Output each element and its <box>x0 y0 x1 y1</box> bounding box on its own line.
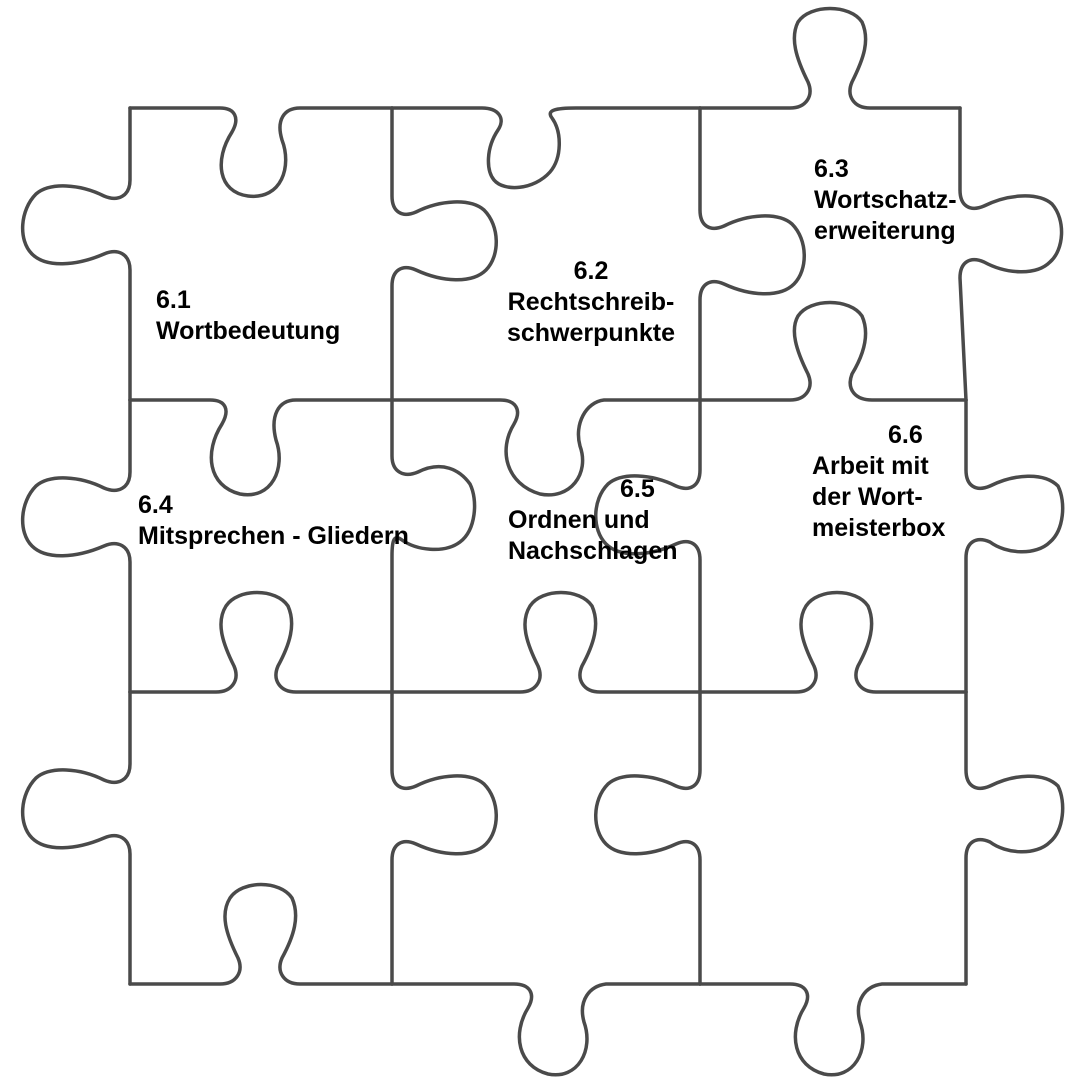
puzzle-edge-col3-2 <box>594 398 702 694</box>
puzzle-edge-col2-3 <box>390 690 498 986</box>
puzzle-edge-row2-left <box>128 398 394 497</box>
piece-title-line: der Wort- <box>812 483 923 511</box>
piece-title-line: meisterbox <box>812 514 946 542</box>
puzzle-edge-top-right <box>698 6 962 110</box>
piece-number: 6.6 <box>888 421 923 449</box>
piece-label-6-6: 6.6 Arbeit mit der Wort- meisterbox <box>812 420 945 544</box>
puzzle-edge-row3-left <box>128 590 394 694</box>
piece-title-line: erweiterung <box>814 217 956 245</box>
piece-number: 6.4 <box>138 491 173 519</box>
piece-title-line: Wortschatz- <box>814 186 957 214</box>
puzzle-edge-top-middle <box>390 106 702 190</box>
piece-title-line: Mitsprechen - Gliedern <box>138 522 409 550</box>
piece-number: 6.5 <box>620 475 655 503</box>
puzzle-edge-bottom-middle <box>390 982 702 1077</box>
puzzle-edge-row3-right <box>698 590 968 694</box>
piece-title-line: Arbeit mit <box>812 452 929 480</box>
puzzle-edge-row3-middle <box>390 590 702 694</box>
puzzle-edge-row2-middle <box>390 398 702 497</box>
piece-title-line: Nachschlagen <box>508 537 678 565</box>
piece-title-line: schwerpunkte <box>506 319 676 347</box>
puzzle-edge-bottom-left <box>128 882 394 986</box>
puzzle-edge-right-col-1 <box>958 106 1064 402</box>
piece-number: 6.1 <box>156 286 191 314</box>
piece-title-line: Ordnen und <box>508 506 650 534</box>
piece-title-line: Rechtschreib- <box>507 288 675 316</box>
piece-label-6-3: 6.3 Wortschatz- erweiterung <box>814 154 957 247</box>
piece-number: 6.3 <box>814 155 849 183</box>
puzzle-edge-left-col-2 <box>20 398 132 694</box>
piece-label-6-1: 6.1 Wortbedeutung <box>156 285 340 347</box>
piece-label-6-2: 6.2 Rechtschreib- schwerpunkte <box>486 256 696 349</box>
puzzle-edge-bottom-right <box>698 982 968 1077</box>
puzzle-edge-left-col-1 <box>20 106 132 402</box>
puzzle-edge-top-left <box>128 106 394 198</box>
puzzle-edge-col2-1 <box>390 106 498 402</box>
piece-number: 6.2 <box>573 257 609 285</box>
puzzle-edge-col3-1 <box>698 106 806 402</box>
piece-label-6-4: 6.4 Mitsprechen - Gliedern <box>138 490 409 552</box>
puzzle-edge-col3-3 <box>594 690 702 986</box>
puzzle-edge-right-col-3 <box>964 690 1065 986</box>
piece-label-6-5: 6.5 Ordnen und Nachschlagen <box>508 474 678 567</box>
puzzle-edge-row2-right <box>698 300 968 402</box>
puzzle-edge-col2-2 <box>390 398 477 694</box>
piece-title-line: Wortbedeutung <box>156 317 341 345</box>
puzzle-edge-right-col-2 <box>964 398 1065 694</box>
puzzle-edge-left-col-3 <box>20 690 132 986</box>
